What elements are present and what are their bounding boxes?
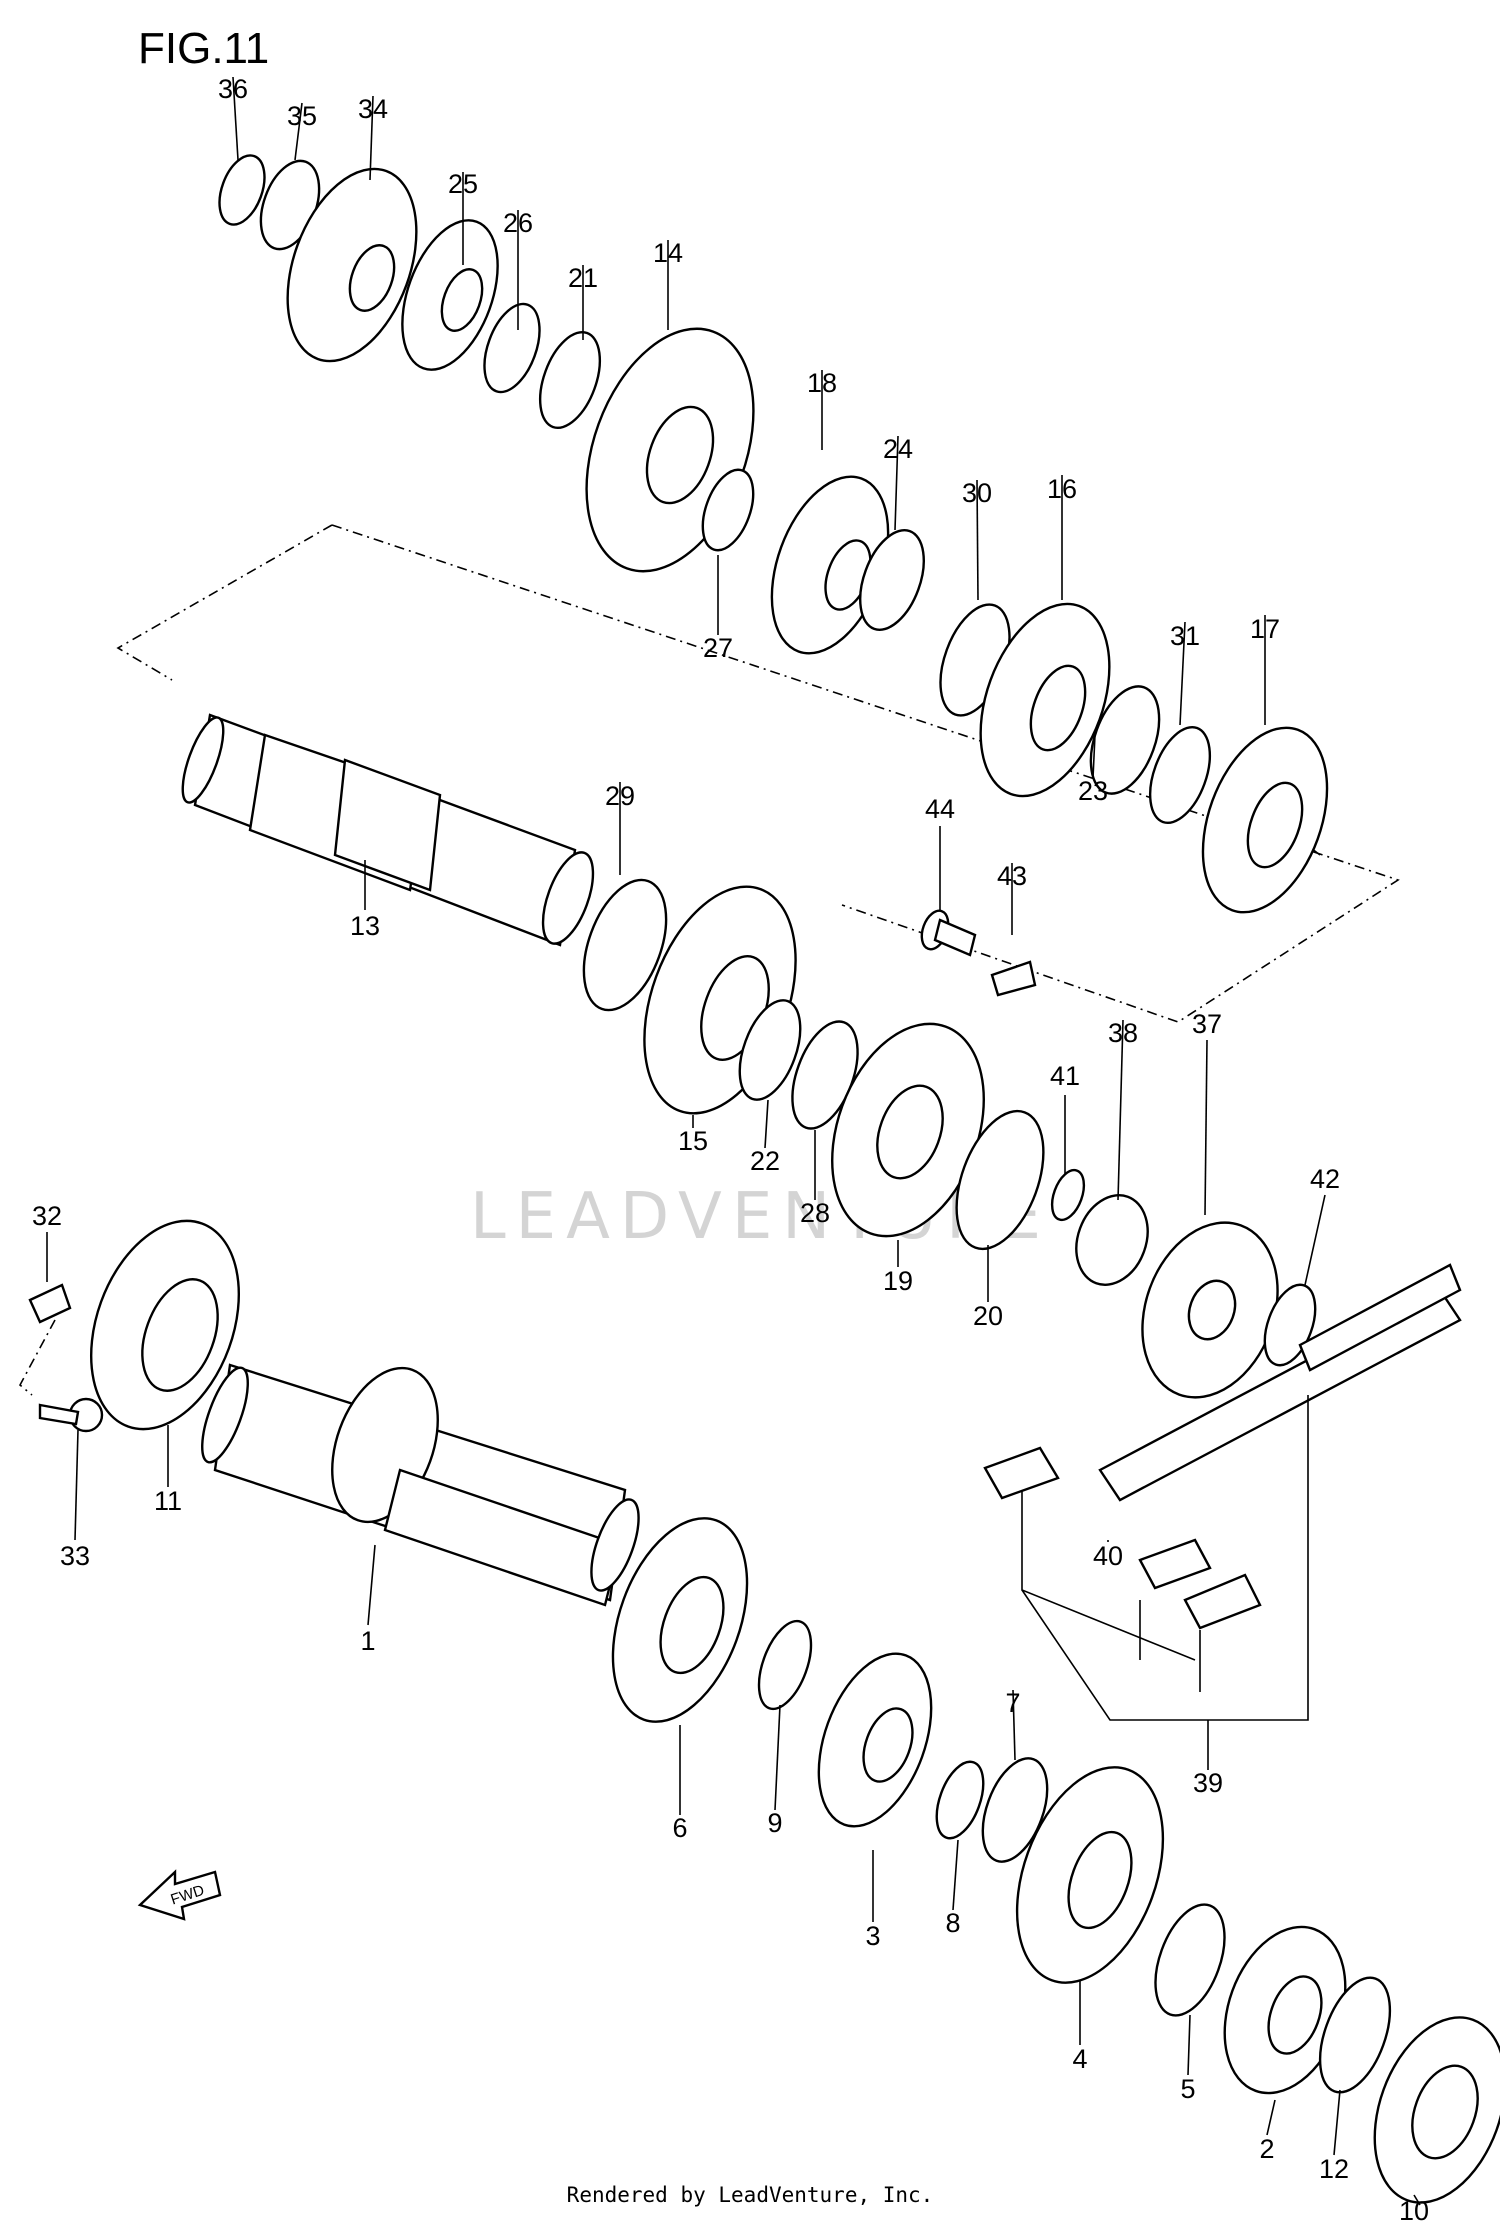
part-label: 24 <box>883 434 913 464</box>
leader-line <box>74 1429 79 1541</box>
leader-line <box>1012 1689 1016 1761</box>
mainshaft-gear-stack <box>611 1517 1500 2204</box>
leader-line <box>1413 2194 1421 2206</box>
footer-credit: Rendered by LeadVenture, Inc. <box>566 2183 934 2207</box>
part-label: 5 <box>1180 2074 1195 2104</box>
part-label: 38 <box>1108 1018 1138 1048</box>
part-label: 39 <box>1193 1768 1223 1798</box>
leader-line <box>1304 1194 1326 1286</box>
leader-line <box>232 76 239 161</box>
part-label: 20 <box>973 1301 1003 1331</box>
part-label: 14 <box>653 238 683 268</box>
fwd-arrow: FWD <box>137 1869 222 1921</box>
leader-line <box>294 102 303 161</box>
countershaft-13 <box>181 713 595 947</box>
leader-line <box>1204 1039 1208 1216</box>
leader-line <box>1179 621 1186 726</box>
part-label: 26 <box>503 208 533 238</box>
part-label: 7 <box>1005 1688 1020 1718</box>
part-label: 44 <box>925 794 955 824</box>
part-label: 29 <box>605 781 635 811</box>
part-label: 42 <box>1310 1164 1340 1194</box>
part-label: 2 <box>1259 2134 1274 2164</box>
bolt-44-washer-43 <box>920 909 1037 997</box>
part-label: 40 <box>1093 1541 1123 1571</box>
leader-line <box>367 1544 376 1626</box>
leader-line <box>1092 734 1096 779</box>
part-label: 18 <box>807 368 837 398</box>
part-label: 30 <box>962 478 992 508</box>
countershaft-gear-stack <box>582 878 1317 1399</box>
part-label: 43 <box>997 861 1027 891</box>
leader-line <box>976 479 979 601</box>
part-label: 15 <box>678 1126 708 1156</box>
bracket-lines <box>1021 1395 1309 1721</box>
part-label: 12 <box>1319 2154 1349 2184</box>
part-label: 19 <box>883 1266 913 1296</box>
upper-gear-stack <box>218 154 1329 914</box>
part-callouts: 1 2 3 4 5 6 7 8 9 10 11 12 13 14 15 16 1… <box>32 74 1429 2223</box>
part-label: 8 <box>945 1908 960 1938</box>
part-label: 3 <box>865 1921 880 1951</box>
part-label: 27 <box>703 633 733 663</box>
left-parts <box>18 1219 241 1433</box>
leader-line <box>894 435 899 531</box>
part-label: 35 <box>287 101 317 131</box>
mainshaft-1 <box>201 1363 640 1607</box>
leader-lines <box>46 76 1421 2206</box>
part-label: 36 <box>218 74 248 104</box>
part-label: 33 <box>60 1541 90 1571</box>
leader-line <box>774 1704 781 1811</box>
part-label: 9 <box>767 1808 782 1838</box>
part-label: 34 <box>358 94 388 124</box>
part-label: 23 <box>1078 776 1108 806</box>
leader-line <box>1117 1019 1124 1201</box>
leader-line <box>1333 2089 1341 2156</box>
part-label: 6 <box>672 1813 687 1843</box>
part-label: 13 <box>350 911 380 941</box>
part-label: 28 <box>800 1198 830 1228</box>
part-label: 22 <box>750 1146 780 1176</box>
part-label: 16 <box>1047 474 1077 504</box>
part-label: 25 <box>448 169 478 199</box>
part-label: 21 <box>568 263 598 293</box>
part-label: 37 <box>1192 1009 1222 1039</box>
figure-title: FIG.11 <box>138 24 270 73</box>
leader-line <box>369 95 374 181</box>
part-label: 1 <box>360 1626 375 1656</box>
part-label: 11 <box>154 1486 182 1516</box>
part-label: 4 <box>1072 2044 1087 2074</box>
leader-line <box>952 1839 959 1911</box>
drive-chain-39 <box>983 1263 1462 1630</box>
part-label: 31 <box>1170 621 1200 651</box>
leader-line <box>1266 2099 1276 2136</box>
leader-line <box>1187 2014 1191 2076</box>
leader-line <box>764 1099 769 1149</box>
part-label: 10 <box>1399 2196 1429 2223</box>
part-label: 17 <box>1250 614 1280 644</box>
part-label: 32 <box>32 1201 62 1231</box>
part-label: 41 <box>1050 1061 1080 1091</box>
